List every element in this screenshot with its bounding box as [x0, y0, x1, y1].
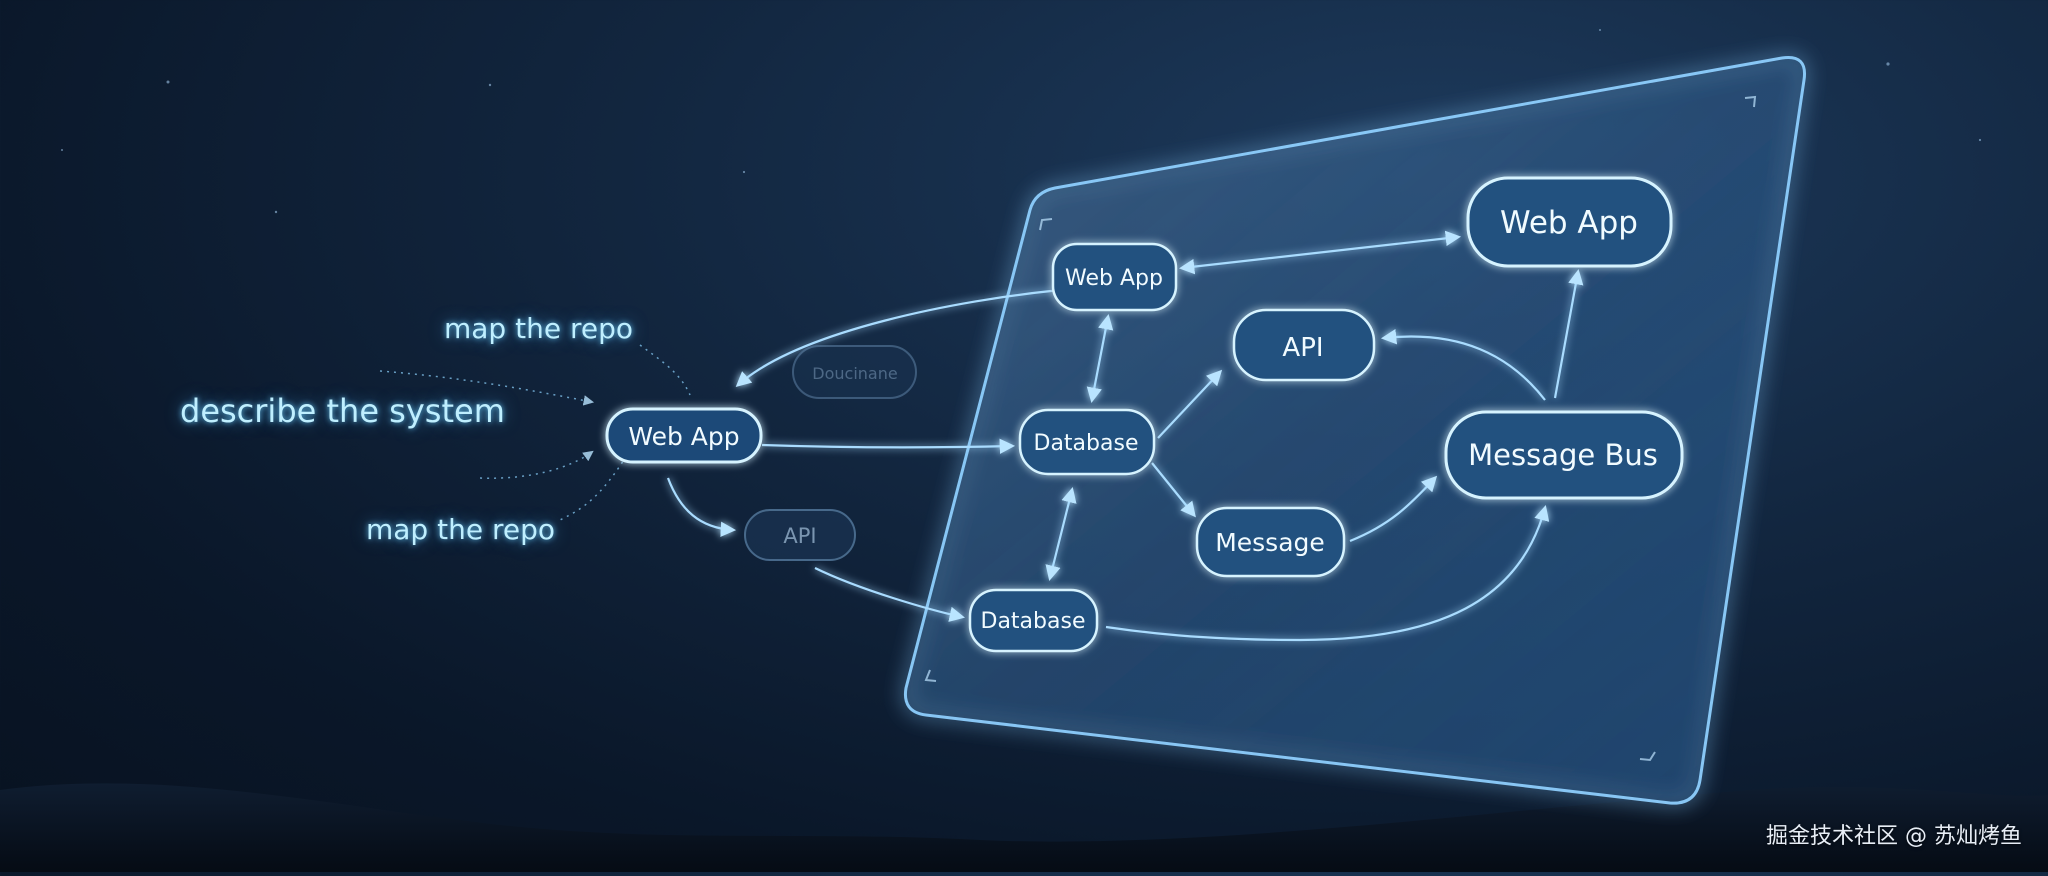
node-api-left-label: API — [783, 524, 816, 548]
prompt-label-1: map the repo — [444, 312, 633, 345]
node-message-label: Message — [1215, 528, 1325, 557]
node-database-mid[interactable]: Database — [1018, 408, 1156, 476]
edge-webapp-webapp — [1178, 230, 1462, 275]
node-database-bottom[interactable]: Database — [968, 588, 1099, 653]
node-web-app-large-label: Web App — [1500, 205, 1638, 241]
node-api-panel-label: API — [1282, 333, 1323, 363]
watermark: 掘金技术社区 @ 苏灿烤鱼 — [1766, 824, 2022, 849]
edges — [666, 230, 1584, 642]
node-faded-left[interactable]: Doucinane — [792, 345, 917, 399]
prompt-flows — [379, 344, 691, 521]
edge-database-database — [1045, 487, 1077, 581]
node-web-app-left[interactable]: Web App — [605, 407, 763, 464]
node-web-app-small-label: Web App — [1065, 266, 1163, 291]
node-web-app-large[interactable]: Web App — [1466, 176, 1673, 268]
node-faded-left-label: Doucinane — [812, 364, 897, 383]
edge-webapp-to-api — [666, 477, 737, 537]
node-message-bus-label: Message Bus — [1468, 438, 1658, 472]
edge-database-api — [1157, 369, 1223, 439]
node-api-panel[interactable]: API — [1232, 308, 1376, 382]
node-api-left[interactable]: API — [744, 509, 856, 561]
edge-api-to-database — [814, 567, 966, 622]
node-web-app-left-label: Web App — [628, 422, 739, 451]
node-database-mid-label: Database — [1034, 431, 1139, 456]
edge-bus-database — [1105, 505, 1550, 642]
horizon-hills — [0, 783, 2048, 872]
node-message-bus[interactable]: Message Bus — [1444, 410, 1684, 500]
prompt-label-2: describe the system — [180, 392, 505, 430]
edge-webapp-to-database — [761, 438, 1016, 454]
edge-webapp-to-faded — [735, 288, 1061, 388]
edge-webapp-database — [1086, 313, 1114, 404]
star-field — [61, 29, 1982, 214]
node-database-bottom-label: Database — [981, 609, 1086, 634]
edge-message-bus — [1349, 475, 1438, 543]
node-message[interactable]: Message — [1195, 506, 1346, 578]
node-web-app-small[interactable]: Web App — [1051, 242, 1178, 312]
edge-bus-webapp — [1553, 268, 1584, 399]
prompt-label-3: map the repo — [366, 513, 555, 546]
edge-database-message — [1151, 462, 1196, 518]
edge-bus-api — [1380, 329, 1546, 401]
